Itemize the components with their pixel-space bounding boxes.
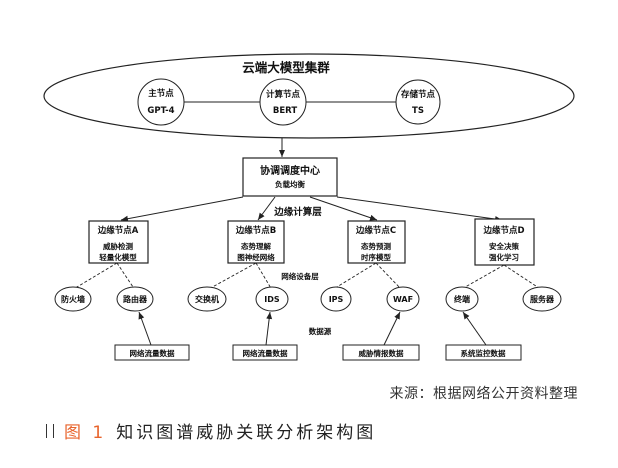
edge-node-b: 边缘节点B 态势理解 图神经网络 — [227, 220, 285, 264]
node-model: TS — [412, 106, 424, 116]
edge-node-title: 边缘节点D — [482, 225, 524, 236]
data-source-text: 网络流量数据 — [243, 348, 288, 358]
edge-node-d: 边缘节点D 安全决策 强化学习 — [474, 218, 535, 266]
device-router: 路由器 — [116, 286, 154, 312]
device-label: 防火墙 — [61, 294, 85, 304]
figure-number: 图 1 — [64, 423, 107, 443]
device-switch: 交换机 — [187, 286, 227, 312]
device-terminal: 终端 — [445, 286, 479, 312]
edge-node-c: 边缘节点C 态势预测 时序模型 — [347, 220, 406, 264]
network-layer-label: 网络设备层 — [281, 271, 319, 281]
edge-node-line2: 轻量化模型 — [99, 252, 137, 262]
cloud-node-compute: 计算节点 BERT — [259, 78, 307, 126]
device-label: 路由器 — [123, 294, 148, 304]
device-label: 服务器 — [530, 294, 555, 304]
data-source-monitoring: 系统监控数据 — [445, 344, 522, 361]
edge-node-line1: 态势理解 — [241, 241, 271, 251]
device-waf: WAF — [386, 286, 420, 312]
data-source-threat-intel: 威胁情报数据 — [342, 344, 420, 361]
center-to-edge-d — [336, 196, 503, 223]
device-server: 服务器 — [522, 286, 562, 312]
device-label: 交换机 — [195, 294, 219, 304]
edge-node-line1: 态势预测 — [361, 241, 391, 251]
link-c-waf — [375, 262, 403, 291]
cloud-cluster-title: 云端大模型集群 — [242, 60, 330, 75]
link-d-server — [503, 264, 543, 291]
data-source-text: 网络流量数据 — [130, 348, 175, 358]
device-label: 终端 — [453, 294, 470, 304]
center-to-edge-a — [120, 196, 244, 222]
edge-node-title: 边缘节点C — [355, 225, 396, 236]
edge-node-title: 边缘节点A — [97, 225, 139, 236]
link-a-firewall — [71, 262, 118, 291]
device-ids: IDS — [255, 286, 289, 312]
data-source-traffic-2: 网络流量数据 — [232, 344, 298, 361]
node-name: 存储节点 — [400, 89, 436, 100]
cloud-node-storage: 存储节点 TS — [395, 79, 441, 125]
figure-title: 知识图谱威胁关联分析架构图 — [116, 423, 377, 443]
figure-caption: 图 1 知识图谱威胁关联分析架构图 — [46, 418, 376, 443]
device-firewall: 防火墙 — [54, 286, 92, 312]
edge-node-line1: 威胁检测 — [103, 241, 133, 251]
node-model: GPT-4 — [147, 106, 174, 116]
source-to-ids-arrow — [265, 311, 273, 346]
source-to-terminal-arrow — [462, 311, 487, 346]
device-ips: IPS — [320, 286, 352, 312]
device-label: IPS — [329, 295, 344, 304]
edge-layer-label: 边缘计算层 — [273, 206, 322, 218]
link-a-router — [116, 262, 136, 291]
cloud-cluster-ellipse — [43, 53, 575, 139]
node-name: 计算节点 — [266, 89, 301, 100]
source-to-waf-arrow — [383, 311, 401, 346]
edge-node-line1: 安全决策 — [489, 241, 519, 251]
center-subtitle: 负载均衡 — [275, 179, 305, 189]
cloud-node-main: 主节点 GPT-4 — [137, 78, 185, 126]
edge-node-line2: 强化学习 — [489, 252, 519, 262]
node-model: BERT — [273, 106, 297, 116]
source-to-router-arrow — [138, 311, 152, 346]
device-label: WAF — [393, 295, 413, 304]
coordination-center: 协调调度中心 负载均衡 — [242, 157, 338, 197]
data-source-label: 数据源 — [309, 326, 332, 336]
edge-node-line2: 时序模型 — [361, 252, 391, 262]
link-b-ids — [255, 262, 273, 291]
center-title: 协调调度中心 — [260, 164, 320, 177]
edge-node-a: 边缘节点A 威胁检测 轻量化模型 — [88, 220, 149, 264]
data-source-text: 系统监控数据 — [461, 348, 506, 358]
node-name: 主节点 — [148, 88, 174, 99]
data-source-text: 威胁情报数据 — [359, 348, 404, 358]
link-c-ips — [331, 262, 377, 291]
link-b-switch — [206, 262, 257, 291]
device-label: IDS — [264, 295, 280, 304]
data-source-traffic-1: 网络流量数据 — [114, 344, 190, 361]
source-note: 来源：根据网络公开资料整理 — [389, 386, 578, 402]
edge-node-line2: 图神经网络 — [237, 252, 275, 262]
center-to-edge-b — [257, 196, 276, 221]
link-d-terminal — [459, 264, 505, 291]
center-to-edge-c — [309, 196, 378, 221]
caption-marker-icon — [46, 423, 54, 438]
edge-node-title: 边缘节点B — [235, 225, 276, 236]
